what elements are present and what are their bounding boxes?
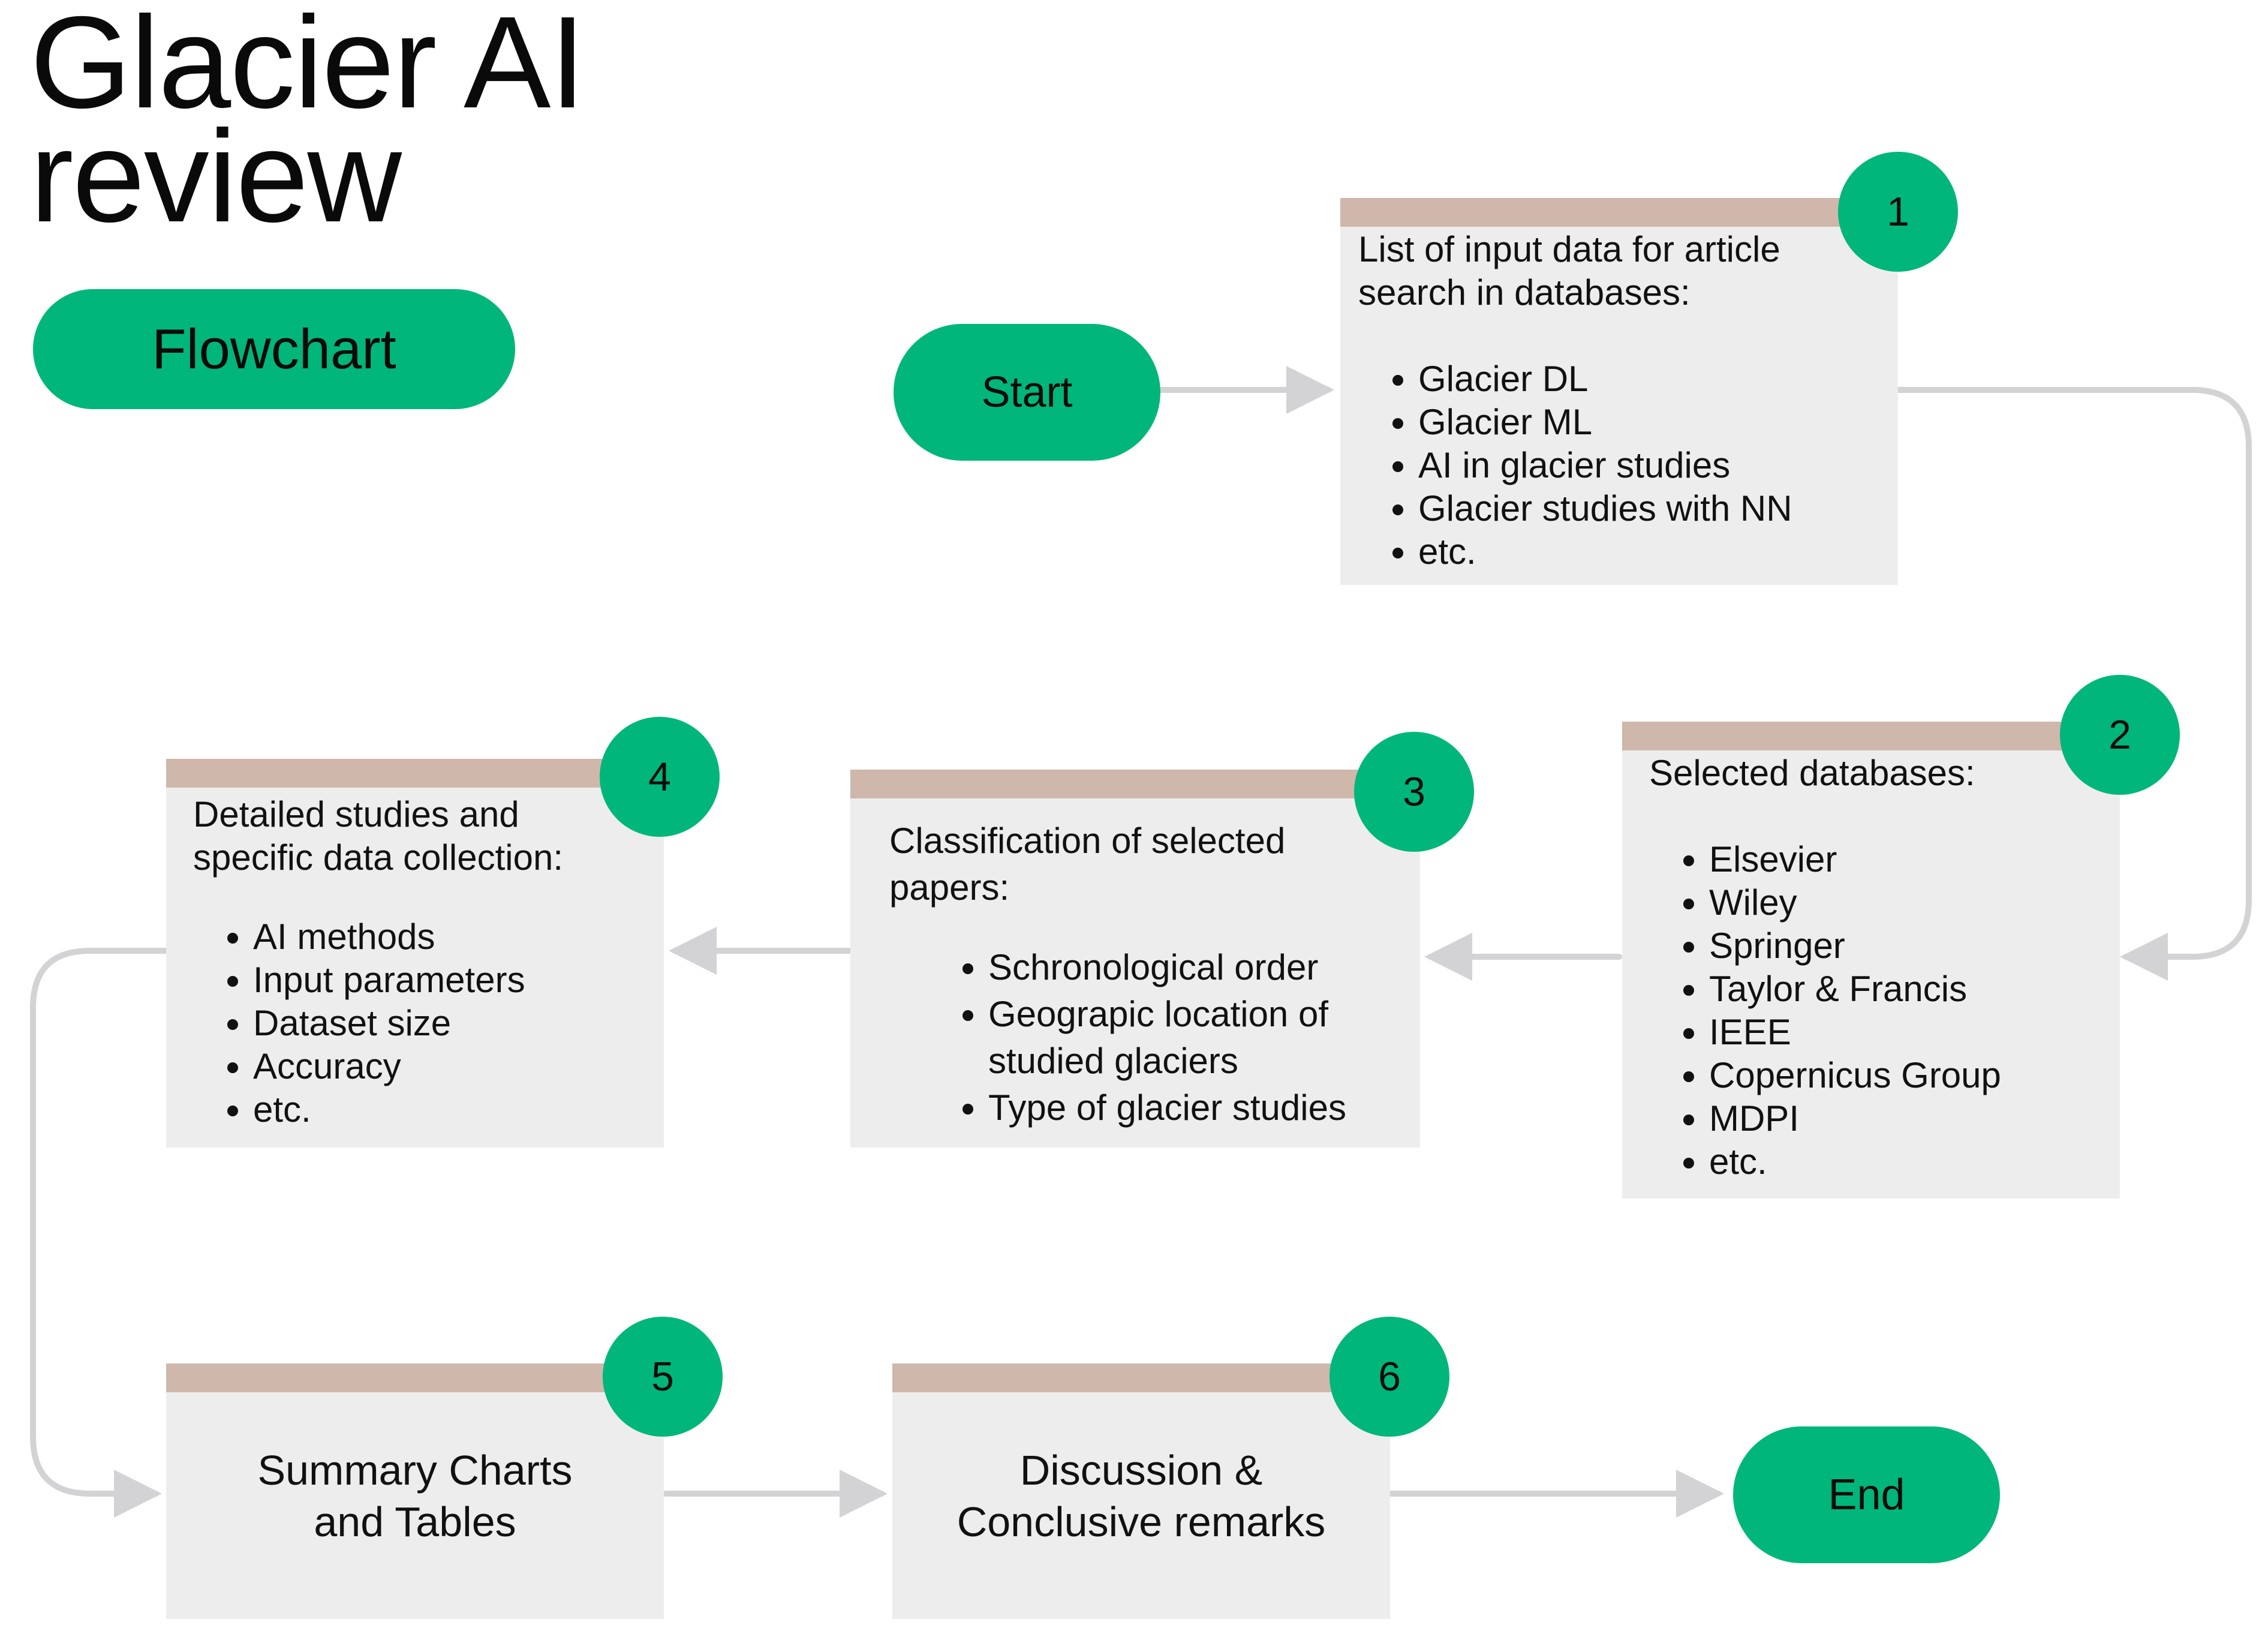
step-2-item: Springer (1709, 924, 2120, 968)
step-1-number: 1 (1887, 189, 1909, 235)
flowchart-label-pill: Flowchart (33, 289, 515, 409)
step-6-number: 6 (1378, 1354, 1401, 1399)
start-label: Start (981, 368, 1073, 416)
end-label: End (1828, 1471, 1905, 1519)
step-4-number-badge: 4 (600, 717, 720, 837)
step-4-heading-line-2: specific data collection: (193, 837, 563, 878)
step-1-box: List of input data for article search in… (1340, 198, 1898, 585)
step-5-box: Summary Charts and Tables (166, 1363, 664, 1619)
step-1-list: Glacier DL Glacier ML AI in glacier stud… (1358, 358, 1898, 573)
step-4-item: Dataset size (253, 1002, 664, 1045)
step-4-item: etc. (253, 1088, 664, 1131)
step-3-heading-line-2: papers: (889, 867, 1010, 908)
step-2-number: 2 (2108, 712, 2131, 758)
step-2-item: Wiley (1709, 881, 2120, 924)
step-3-heading-line-1: Classification of selected (889, 821, 1286, 861)
step-4-item: AI methods (253, 915, 664, 959)
step-3-list: Schronological order Geograpic location … (889, 944, 1420, 1131)
step-6-number-badge: 6 (1329, 1317, 1449, 1437)
step-1-item: AI in glacier studies (1418, 444, 1898, 487)
step-4-item: Input parameters (253, 959, 664, 1002)
step-5-text-line-2: and Tables (314, 1498, 516, 1545)
step-2-list: Elsevier Wiley Springer Taylor & Francis… (1649, 838, 2120, 1184)
step-2-item: Copernicus Group (1709, 1054, 2120, 1097)
step-1-item: Glacier DL (1418, 358, 1898, 401)
step-5-number-badge: 5 (603, 1317, 723, 1437)
step-4-heading-line-1: Detailed studies and (193, 794, 519, 834)
step-3-number: 3 (1403, 769, 1425, 815)
step-3-item: Type of glacier studies (988, 1085, 1420, 1131)
step-2-number-badge: 2 (2060, 675, 2180, 795)
step-4-list: AI methods Input parameters Dataset size… (193, 915, 664, 1131)
step-4-header-bar (166, 759, 664, 788)
step-3-content: Classification of selected papers: Schro… (850, 818, 1420, 1131)
title-line-2: review (30, 104, 402, 250)
step-4-content: Detailed studies and specific data colle… (166, 793, 664, 1131)
end-node: End (1733, 1426, 2000, 1563)
step-1-heading-line-2: search in databases: (1358, 272, 1691, 313)
start-node: Start (894, 324, 1160, 461)
step-2-item: Taylor & Francis (1709, 968, 2120, 1011)
step-1-heading-line-1: List of input data for article (1358, 229, 1780, 269)
step-2-item: MDPI (1709, 1097, 2120, 1140)
step-1-number-badge: 1 (1838, 152, 1958, 272)
step-5-header-bar (166, 1363, 664, 1392)
step-3-item: Schronological order (988, 944, 1420, 991)
step-2-box: Selected databases: Elsevier Wiley Sprin… (1622, 722, 2120, 1199)
step-3-box: Classification of selected papers: Schro… (850, 770, 1420, 1148)
connector-step1-to-step2 (1895, 387, 2252, 981)
step-1-item: Glacier studies with NN (1418, 487, 1898, 530)
step-5-text-line-1: Summary Charts (257, 1447, 573, 1494)
step-2-heading: Selected databases: (1649, 753, 1975, 793)
step-5-number: 5 (651, 1354, 674, 1399)
page-title: Glacier AI review (30, 0, 586, 250)
step-2-item: Elsevier (1709, 838, 2120, 881)
title-line-1: Glacier AI (30, 0, 586, 136)
step-4-item: Accuracy (253, 1045, 664, 1088)
step-2-header-bar (1622, 722, 2120, 750)
step-1-content: List of input data for article search in… (1340, 228, 1898, 573)
step-6-text: Discussion & Conclusive remarks (892, 1444, 1390, 1548)
step-5-text: Summary Charts and Tables (166, 1444, 664, 1548)
step-2-item: IEEE (1709, 1011, 2120, 1054)
step-1-item: Glacier ML (1418, 401, 1898, 444)
step-1-item: etc. (1418, 530, 1898, 573)
connector-step4-to-step5 (30, 948, 168, 1518)
step-1-header-bar (1340, 198, 1898, 227)
flowchart-label: Flowchart (152, 317, 396, 380)
step-3-item: Geograpic location of studied glaciers (988, 991, 1420, 1085)
step-2-content: Selected databases: Elsevier Wiley Sprin… (1622, 752, 2120, 1184)
step-2-item: etc. (1709, 1140, 2120, 1184)
step-6-text-line-2: Conclusive remarks (956, 1498, 1326, 1545)
step-6-text-line-1: Discussion & (1019, 1447, 1263, 1494)
step-4-box: Detailed studies and specific data colle… (166, 759, 664, 1148)
step-4-number: 4 (648, 754, 671, 800)
step-3-header-bar (850, 770, 1420, 798)
step-6-header-bar (892, 1363, 1390, 1392)
step-3-number-badge: 3 (1354, 732, 1474, 852)
step-6-box: Discussion & Conclusive remarks (892, 1363, 1390, 1619)
